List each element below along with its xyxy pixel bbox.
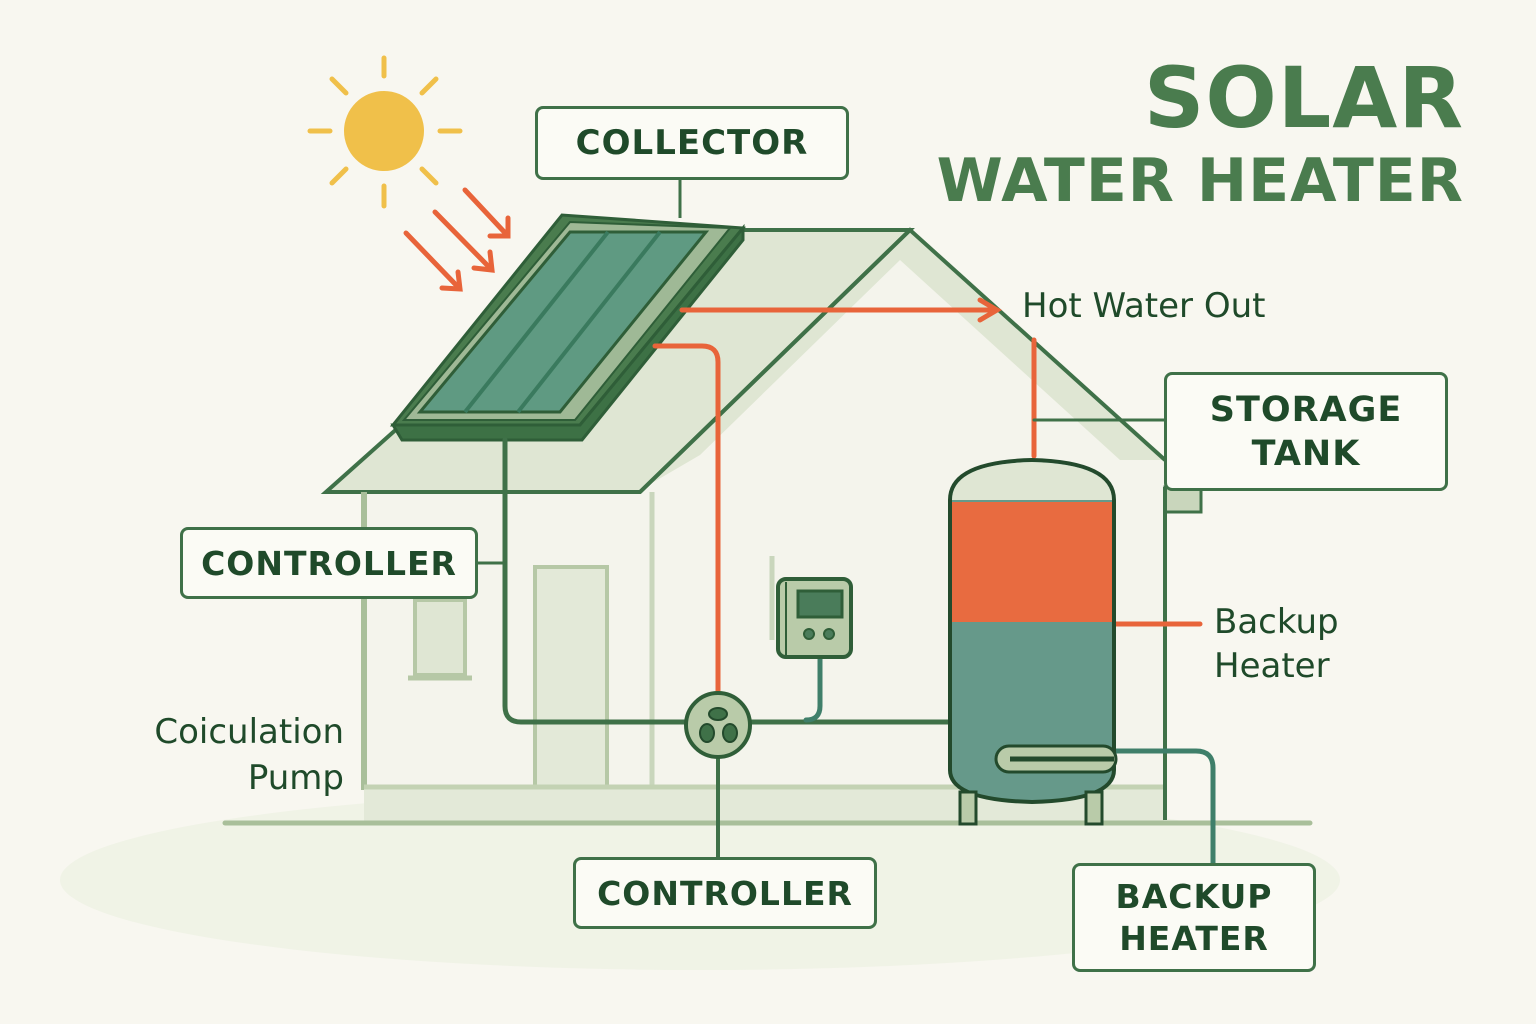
sun-ray-arrows: [403, 187, 511, 292]
hot-water-out-label: Hot Water Out: [1022, 286, 1266, 326]
pipes: [474, 297, 1216, 867]
circulation-pump-label-line1: Coiculation: [154, 712, 344, 752]
storage-tank-label-line1: STORAGE: [1209, 389, 1403, 430]
page-title-line2: WATER HEATER: [936, 146, 1464, 216]
page-title-line1: SOLAR: [1143, 49, 1464, 147]
backup-heater-side-label-line2: Heater: [1214, 646, 1330, 686]
backup-heater-label-box: BACKUP HEATER: [1072, 863, 1316, 972]
backup-heater-label-line2: HEATER: [1119, 918, 1269, 958]
storage-tank-label-line2: TANK: [1251, 433, 1361, 474]
storage-tank-label: STORAGE TANK: [1164, 372, 1448, 491]
controller-display-icon: [776, 577, 853, 659]
circulation-pump-label-line2: Pump: [247, 758, 344, 798]
backup-heater-side-label-line1: Backup: [1214, 602, 1339, 642]
heating-element-icon: [994, 744, 1118, 774]
collector-label: COLLECTOR: [535, 106, 849, 180]
backup-heater-label-line1: BACKUP: [1115, 876, 1273, 916]
solar-panel-icon: [389, 213, 747, 442]
sun-icon: [307, 55, 463, 209]
controller-label-bottom: CONTROLLER: [573, 857, 877, 929]
controller-label-left: CONTROLLER: [180, 527, 478, 599]
pump-fan-icon: [684, 691, 752, 759]
storage-tank-icon: [948, 457, 1118, 826]
